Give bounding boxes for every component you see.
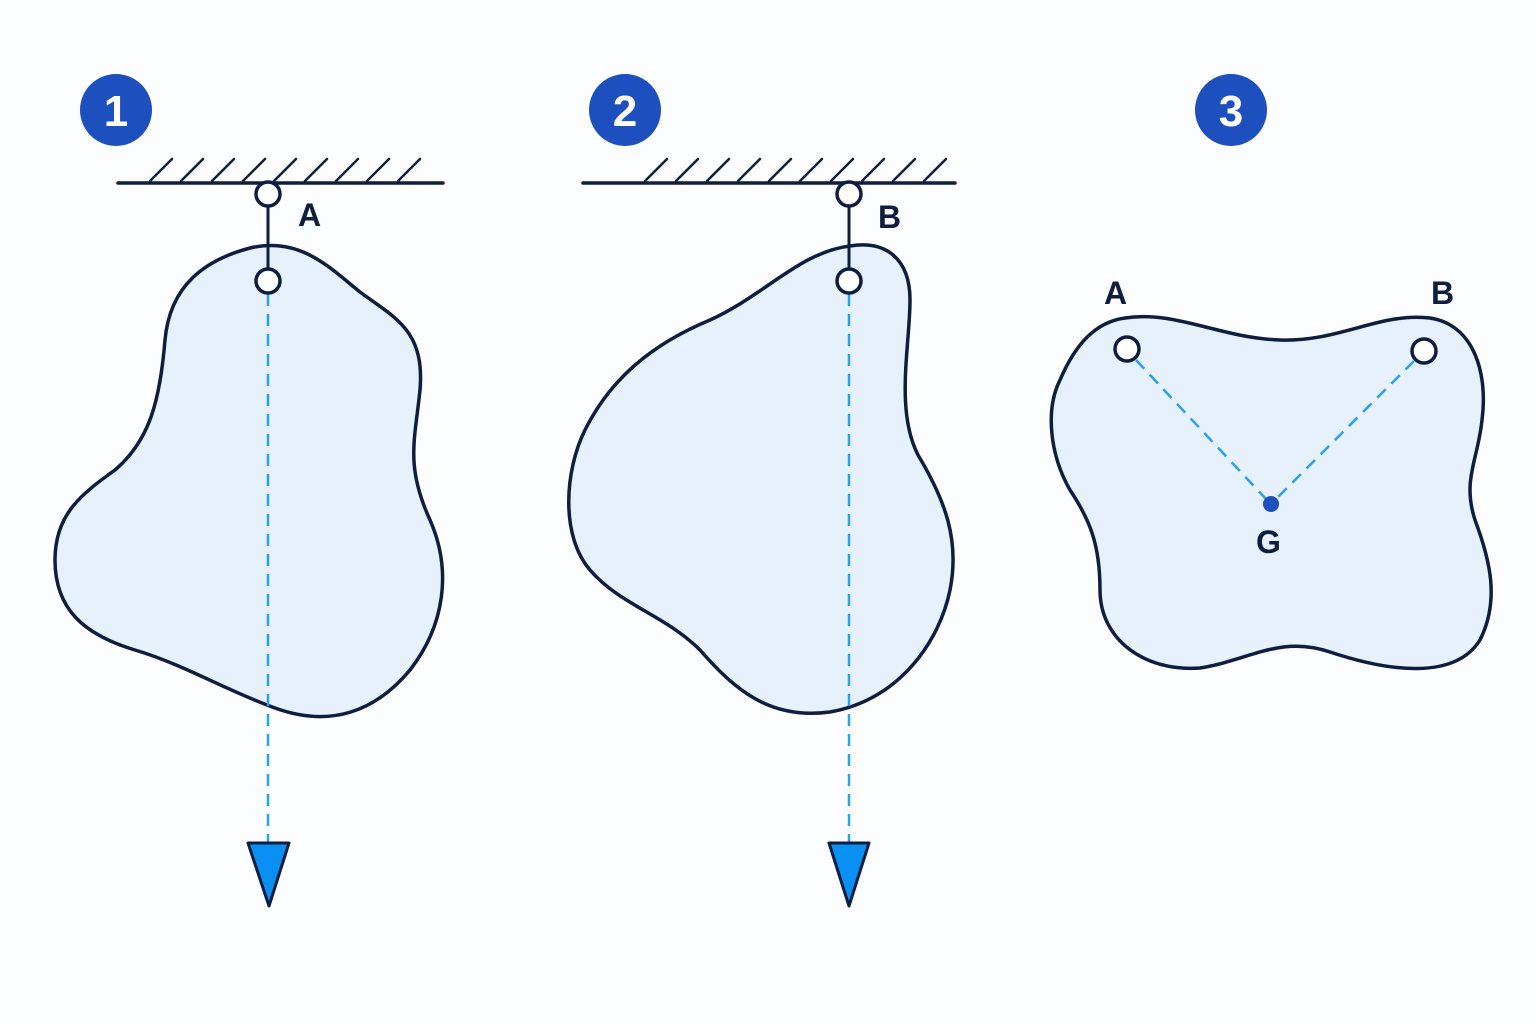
pivot-label-2: B — [878, 199, 901, 235]
ceiling-support-2 — [581, 157, 957, 185]
panel-3: 3 A B G — [1049, 74, 1493, 671]
panel-1: 1 A — [53, 74, 445, 908]
step-number-3: 3 — [1219, 87, 1243, 136]
centroid-label: G — [1256, 524, 1281, 560]
suspension-hole-a — [254, 267, 282, 295]
suspension-point-b — [1410, 337, 1438, 365]
point-a-label: A — [1104, 275, 1127, 311]
weight-arrow-icon-1 — [246, 841, 291, 908]
pivot-label-1: A — [298, 197, 321, 233]
weight-arrow-icon-2 — [827, 841, 871, 908]
point-b-label: B — [1431, 275, 1454, 311]
lamina-2 — [567, 243, 955, 715]
lamina-1 — [53, 243, 445, 719]
panel-2: 2 B — [567, 74, 957, 908]
step-number-2: 2 — [613, 87, 637, 136]
suspension-point-a — [1113, 335, 1141, 363]
ceiling-support-1 — [116, 157, 445, 185]
lamina-3 — [1049, 314, 1493, 671]
step-badge-1: 1 — [80, 74, 152, 146]
step-number-1: 1 — [104, 87, 128, 136]
step-badge-2: 2 — [589, 74, 661, 146]
centre-of-gravity-dot — [1263, 496, 1279, 512]
step-badge-3: 3 — [1195, 74, 1267, 146]
suspension-hole-b — [835, 267, 863, 295]
hinge-pivot-2 — [835, 180, 863, 208]
line-a-to-g — [1135, 359, 1267, 500]
line-b-to-g — [1275, 360, 1415, 500]
hinge-pivot-1 — [254, 180, 282, 208]
